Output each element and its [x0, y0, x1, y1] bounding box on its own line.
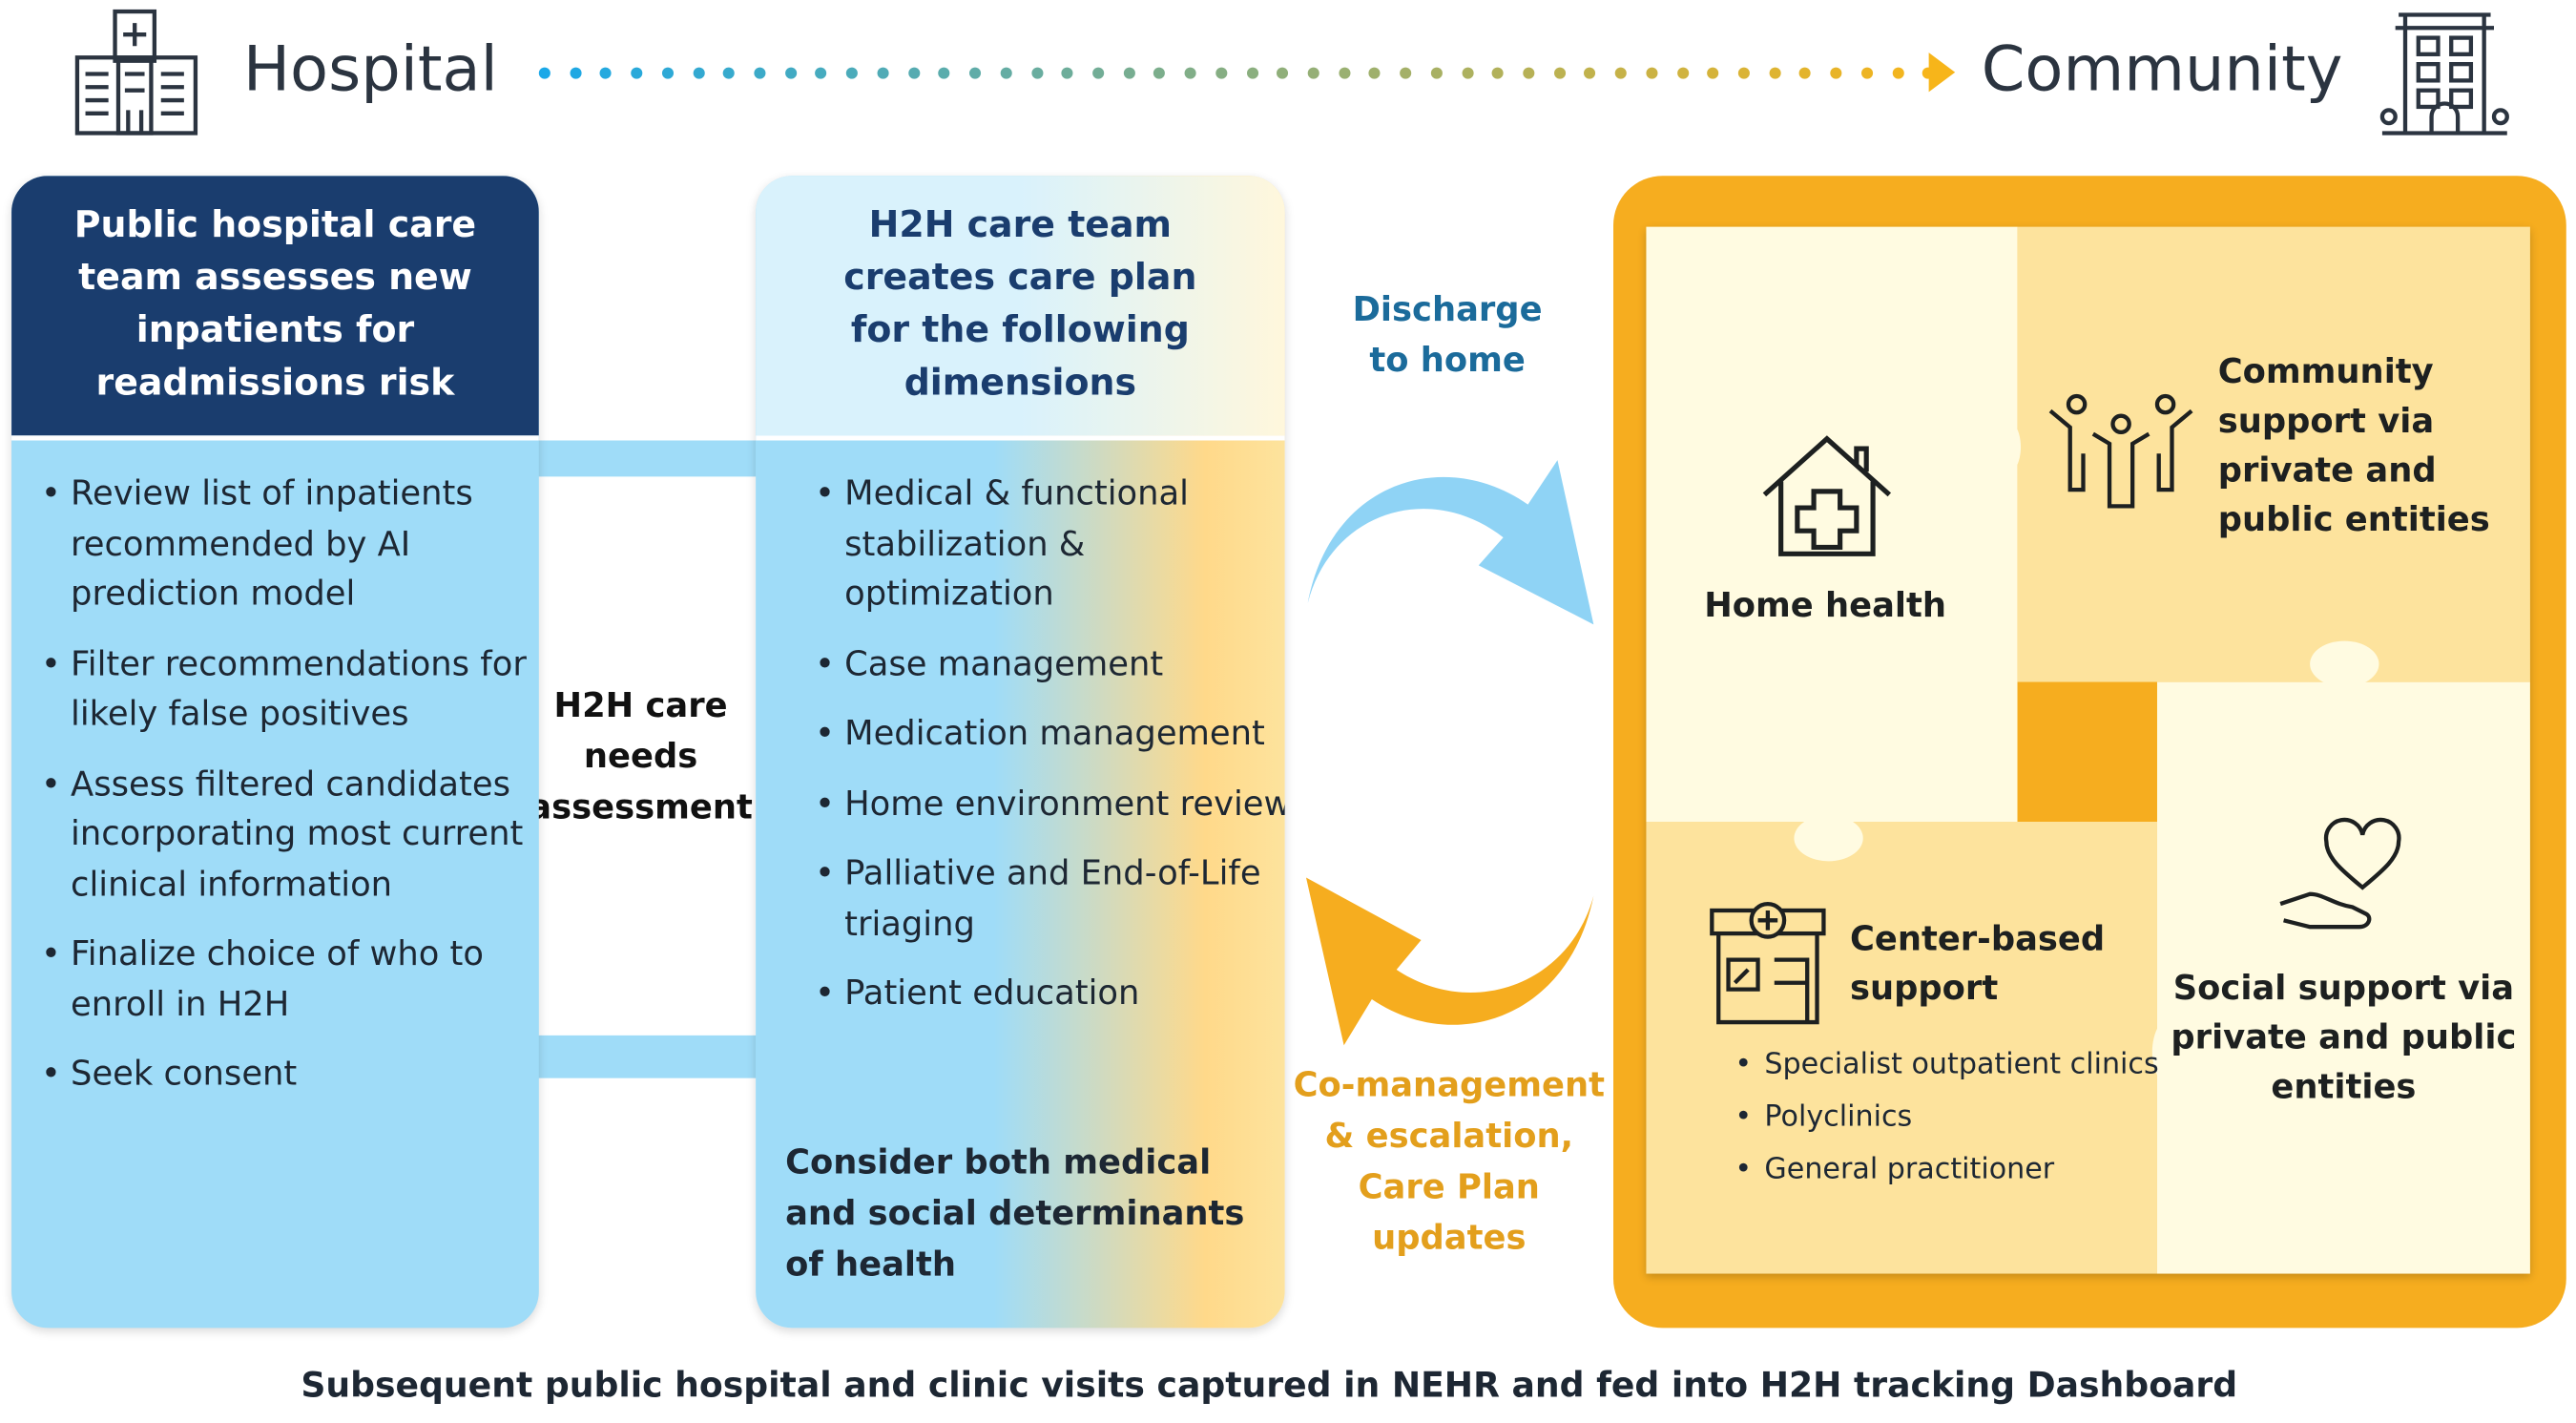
- community-people-icon: [2048, 393, 2193, 509]
- home-health-label: Home health: [1704, 585, 1947, 625]
- dot: [1061, 66, 1073, 78]
- dot: [1646, 66, 1658, 78]
- list-item: Medication management: [815, 708, 1284, 759]
- apartment-building-icon: [2379, 12, 2509, 136]
- dot: [1707, 66, 1719, 78]
- dot: [784, 66, 797, 78]
- discharge-arrow-icon: [1307, 460, 1594, 625]
- dot: [1215, 66, 1228, 78]
- dot: [1553, 66, 1566, 78]
- dot: [907, 66, 920, 78]
- list-item: Medical & functional stabilization & opt…: [815, 469, 1284, 619]
- dot: [1030, 66, 1043, 78]
- care-plan-box-title: H2H care team creates care plan for the …: [756, 176, 1285, 436]
- discharge-label: Discharge to home: [1352, 289, 1543, 380]
- center-based-list: Specialist outpatient clinics Polyclinic…: [1735, 1043, 2174, 1201]
- care-plan-dimensions-list: Medical & functional stabilization & opt…: [815, 469, 1284, 1038]
- dot: [877, 66, 889, 78]
- social-support-label: Social support via private and public en…: [2171, 968, 2517, 1106]
- dot: [1092, 66, 1105, 78]
- dot: [1584, 66, 1596, 78]
- community-support-label: Community support via private and public…: [2217, 351, 2490, 539]
- dot: [938, 66, 950, 78]
- list-item: Finalize choice of who to enroll in H2H: [41, 929, 539, 1029]
- list-item: Assess filtered candidates incorporating…: [41, 759, 539, 910]
- hospital-box-title: Public hospital care team assesses new i…: [11, 176, 539, 436]
- dot: [1307, 66, 1319, 78]
- community-support-tile: [2017, 226, 2530, 682]
- list-item: Palliative and End-of-Life triaging: [815, 848, 1284, 949]
- h2h-care-needs-assessment: H2H care needs assessment: [515, 476, 766, 1036]
- hospital-assessment-box: Public hospital care team assesses new i…: [11, 176, 539, 1329]
- center-based-title: Center-based support: [1849, 918, 2106, 1008]
- comanagement-arrow-icon: [1305, 877, 1594, 1046]
- dot: [1492, 66, 1505, 78]
- list-item: General practitioner: [1735, 1149, 2175, 1193]
- list-item: Review list of inpatients recommended by…: [41, 469, 539, 619]
- footer-caption: Subsequent public hospital and clinic vi…: [301, 1365, 2238, 1406]
- clinic-building-icon: [1710, 901, 1826, 1025]
- list-item: Home environment review: [815, 778, 1284, 828]
- dot: [661, 66, 674, 78]
- dot: [1277, 66, 1289, 78]
- dot: [1892, 66, 1904, 78]
- community-label: Community: [1981, 32, 2343, 106]
- arrow-head-icon: [1928, 52, 1956, 93]
- dot: [1000, 66, 1012, 78]
- dot: [1676, 66, 1689, 78]
- dot: [1123, 66, 1135, 78]
- hospital-label: Hospital: [242, 32, 498, 106]
- dot: [1737, 66, 1750, 78]
- dot: [538, 66, 551, 78]
- dot: [1400, 66, 1412, 78]
- dot: [1430, 66, 1443, 78]
- dot: [1338, 66, 1350, 78]
- care-plan-box: H2H care team creates care plan for the …: [756, 176, 1285, 1329]
- dot: [1153, 66, 1166, 78]
- dot: [1523, 66, 1535, 78]
- dot: [692, 66, 705, 78]
- dot: [815, 66, 827, 78]
- hospital-steps-list: Review list of inpatients recommended by…: [41, 469, 539, 1119]
- list-item: Seek consent: [41, 1049, 539, 1099]
- dot: [1184, 66, 1196, 78]
- list-item: Polyclinics: [1735, 1097, 2175, 1140]
- dot: [631, 66, 643, 78]
- dot: [1246, 66, 1258, 78]
- dot: [1860, 66, 1873, 78]
- dot: [723, 66, 736, 78]
- dot: [754, 66, 766, 78]
- comanagement-label: Co-management & escalation, Care Plan up…: [1293, 1064, 1605, 1258]
- social-support-tile: [2156, 681, 2530, 1274]
- dot: [969, 66, 982, 78]
- dot: [1461, 66, 1473, 78]
- care-plan-note: Consider both medical and social determi…: [785, 1141, 1245, 1284]
- list-item: Patient education: [815, 968, 1284, 1018]
- dot: [846, 66, 859, 78]
- dot: [1369, 66, 1381, 78]
- list-item: Case management: [815, 638, 1284, 689]
- dot: [570, 66, 582, 78]
- dot: [600, 66, 613, 78]
- dot: [1799, 66, 1812, 78]
- home-health-icon: [1762, 435, 1892, 556]
- home-health-tile: [1646, 226, 2018, 823]
- community-panel: Home health Community support via privat…: [1613, 176, 2566, 1329]
- dot: [1830, 66, 1842, 78]
- list-item: Filter recommendations for likely false …: [41, 638, 539, 739]
- heart-in-hand-icon: [2279, 817, 2401, 930]
- dot: [1614, 66, 1628, 78]
- hospital-to-community-dotted-arrow: [538, 62, 1936, 82]
- hospital-icon: [74, 9, 198, 136]
- list-item: Specialist outpatient clinics: [1735, 1043, 2175, 1087]
- dot: [1769, 66, 1781, 78]
